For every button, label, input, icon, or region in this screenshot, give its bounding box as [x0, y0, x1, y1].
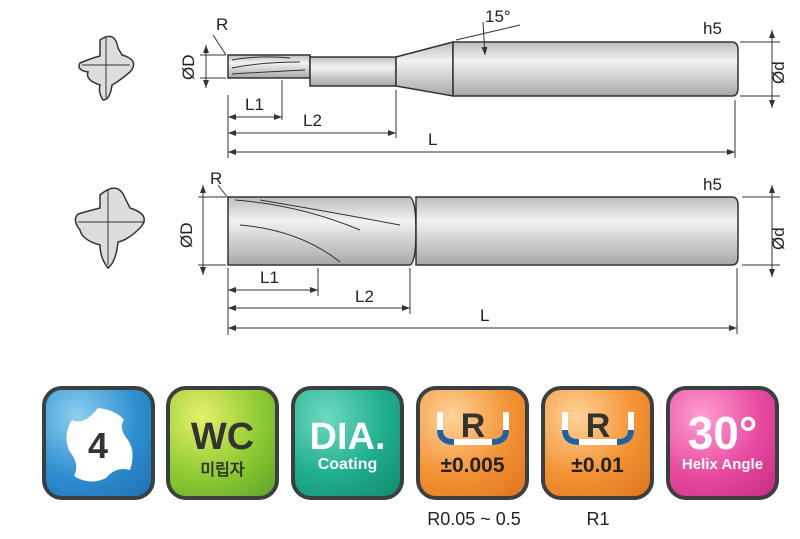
bottom-end-mill [227, 196, 739, 266]
top-tolerance-label: h5 [703, 19, 722, 38]
bottom-l2-label: L2 [355, 287, 374, 306]
four-flute-icon: 4 [66, 408, 133, 482]
bottom-tolerance-label: h5 [703, 175, 722, 194]
radius-tolerance-badge-1: R ±0.005 [416, 386, 529, 500]
top-l-label: L [428, 130, 437, 149]
corner-radius-icon: R [562, 407, 634, 445]
end-mill-drawings: R ØD 15° h5 Ød L1 L2 L R ØD h5 Ød L1 L2 … [74, 7, 788, 335]
bottom-diameter-label: ØD [177, 223, 196, 249]
top-diameter-label: ØD [179, 55, 198, 81]
radius-symbol: R [461, 407, 486, 445]
top-angle-label: 15° [485, 7, 511, 26]
top-l2-label: L2 [303, 111, 322, 130]
top-end-view [78, 35, 135, 101]
radius-range-caption-1: R0.05 ~ 0.5 [427, 509, 521, 529]
bottom-l1-label: L1 [260, 268, 279, 287]
coating-badge: DIA. Coating [291, 386, 404, 500]
radius-tolerance: ±0.005 [440, 454, 505, 477]
radius-range-caption-2: R1 [586, 509, 610, 529]
top-shank-label: Ød [769, 61, 788, 84]
flute-count-badge: 4 [42, 386, 155, 500]
top-end-mill [227, 41, 739, 97]
flute-count: 4 [88, 425, 108, 466]
material-sub: 미립자 [200, 462, 245, 479]
top-radius-label: R [216, 15, 228, 34]
top-l1-label: L1 [245, 95, 264, 114]
bottom-l-label: L [480, 306, 489, 325]
corner-radius-icon: R [437, 407, 509, 445]
coating-main: DIA. [309, 416, 386, 458]
coating-sub: Coating [317, 456, 378, 473]
helix-angle-label: Helix Angle [681, 456, 764, 473]
material-badge: WC 미립자 [166, 386, 279, 500]
radius-tolerance: ±0.01 [571, 454, 624, 477]
material-main: WC [190, 416, 255, 458]
helix-angle-badge: 30° Helix Angle [666, 386, 779, 500]
bottom-radius-label: R [210, 169, 222, 188]
radius-symbol: R [586, 407, 611, 445]
bottom-dimensions [198, 184, 780, 335]
radius-tolerance-badge-2: R ±0.01 [541, 386, 654, 500]
top-dimensions [200, 21, 780, 158]
bottom-end-view [74, 187, 145, 270]
bottom-shank-label: Ød [769, 227, 788, 250]
helix-angle-value: 30° [687, 407, 758, 459]
